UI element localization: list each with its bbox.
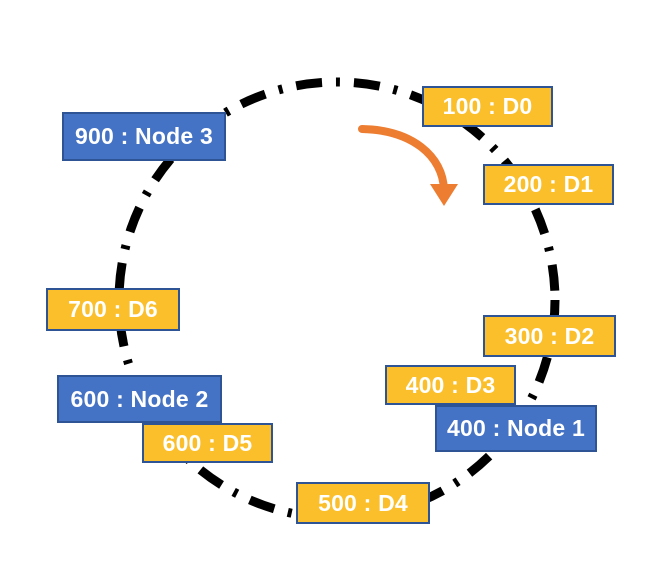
data-node-box-d2[interactable]: 300 : D2 <box>483 315 616 357</box>
server-node-box-node3[interactable]: 900 : Node 3 <box>62 112 226 161</box>
clockwise-direction-arrow <box>358 125 458 206</box>
node-label: 700 : D6 <box>68 296 158 322</box>
node-label: 400 : D3 <box>405 371 496 398</box>
node-label: 200 : D1 <box>503 171 594 197</box>
node-label: 400 : Node 1 <box>447 415 585 441</box>
data-node-box-d1[interactable]: 200 : D1 <box>483 164 614 205</box>
node-label: 300 : D2 <box>504 322 595 349</box>
data-node-box-d3[interactable]: 400 : D3 <box>385 365 516 405</box>
data-node-box-d5[interactable]: 600 : D5 <box>142 423 273 463</box>
data-node-box-d4[interactable]: 500 : D4 <box>296 482 430 524</box>
data-node-box-d6[interactable]: 700 : D6 <box>46 288 180 331</box>
server-node-box-node2[interactable]: 600 : Node 2 <box>57 375 222 423</box>
node-label: 900 : Node 3 <box>75 123 213 149</box>
server-node-box-node1[interactable]: 400 : Node 1 <box>435 405 597 452</box>
node-label: 600 : D5 <box>162 429 253 456</box>
node-label: 500 : D4 <box>318 489 408 516</box>
data-node-box-d0[interactable]: 100 : D0 <box>422 86 553 127</box>
node-label: 100 : D0 <box>442 93 533 119</box>
hash-ring-circle <box>114 77 560 523</box>
node-label: 600 : Node 2 <box>70 385 209 412</box>
